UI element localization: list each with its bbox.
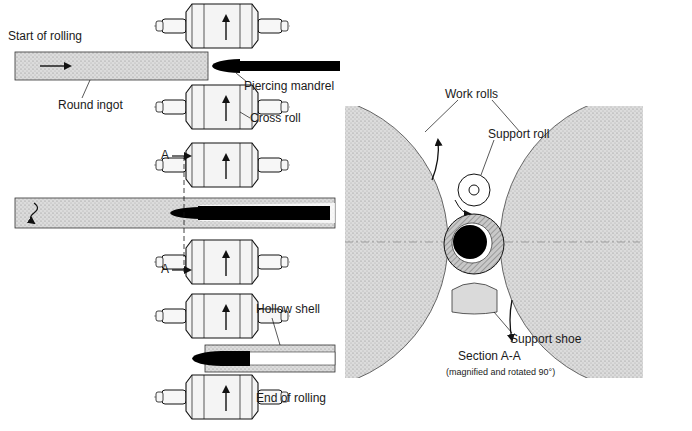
part-label: Hollow shell xyxy=(256,303,320,316)
part-label: Round ingot xyxy=(58,99,123,112)
part-label: Work rolls xyxy=(445,88,498,101)
section-title: Section A-A xyxy=(458,350,521,363)
part-label: Piercing mandrel xyxy=(244,80,334,93)
part-label: Cross roll xyxy=(250,112,301,125)
part-label: Support shoe xyxy=(510,333,581,346)
part-label: Support roll xyxy=(488,128,549,141)
stage-label: End of rolling xyxy=(256,392,326,405)
section-mark: A xyxy=(161,149,169,162)
stage-label: Start of rolling xyxy=(8,30,82,43)
section-note: (magnified and rotated 90°) xyxy=(446,368,555,378)
section-mark: A xyxy=(161,263,169,276)
